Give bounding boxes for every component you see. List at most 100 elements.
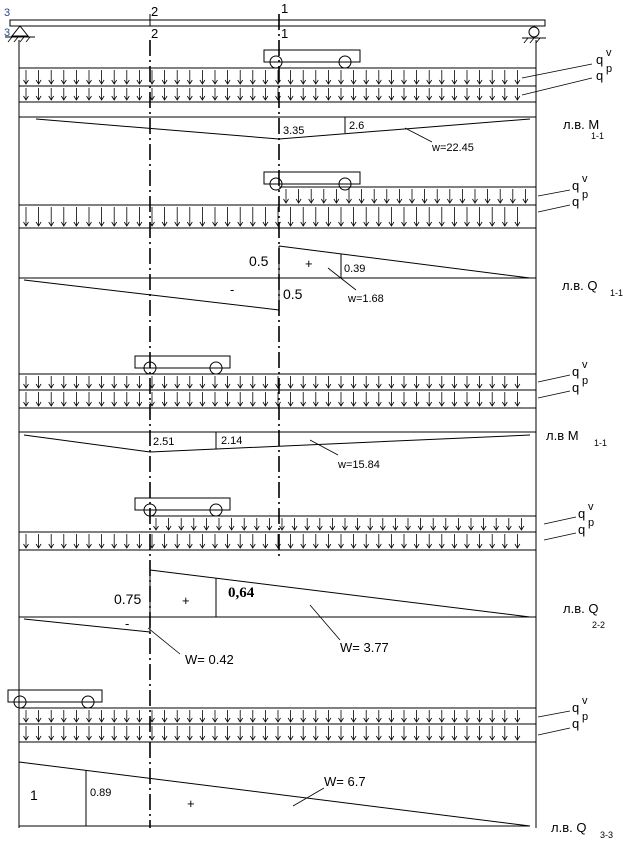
load-arrow-head [459,198,466,204]
load-arrow-head [312,221,319,227]
load-arrow-head [279,525,285,531]
load-arrow-head [161,735,168,741]
top-beam: 3 3 2 2 1 1 [4,1,546,44]
load-arrow-head [438,735,445,741]
load-arrow-head [23,95,29,101]
load-arrow-head [111,221,118,227]
svg-text:2.51: 2.51 [153,436,174,448]
load-arrow-head [375,543,382,549]
load-arrow-head [350,735,357,741]
load-arrow-head [342,525,348,531]
load-arrow-head [253,525,260,531]
load-arrow-head [249,543,256,549]
load-arrow-head [287,221,294,227]
load-arrow-head [48,95,55,101]
load-arrow-head [111,79,118,85]
load-arrow-head [86,221,92,227]
load-arrow-head [501,95,508,101]
load-arrow-head [501,735,508,741]
load-arrow-head [212,401,218,407]
load-arrow-head [401,221,407,227]
load-arrow-head [149,383,155,389]
influence-line-Q33: 1 0.89 + W= 6.7 л.в. Q 3-3 [18,761,613,840]
load-arrow-head [174,735,181,741]
load-arrow-head [363,383,370,389]
load-arrow-head [308,198,315,204]
load-arrow-head [98,79,105,85]
load-arrow-head [501,401,508,407]
load-arrow-head [350,95,357,101]
load-arrow-head [338,95,344,101]
load-arrow-head [300,543,307,549]
section-1-label-top: 1 [281,1,288,16]
load-arrow-head [237,543,244,549]
load-arrow-head [493,525,500,531]
load-arrow-head [514,401,521,407]
load-arrow-head [413,543,420,549]
svg-text:q: q [572,364,579,379]
svg-text:q: q [572,380,579,395]
influence-line-M11-a: 3.35 2.6 w=22.45 л.в. M 1-1 [19,116,604,154]
load-arrow-head [275,221,281,227]
load-arrow-head [489,717,496,723]
load-arrow-head [237,383,244,389]
load-arrow-head [514,95,521,101]
load-arrow-head [350,383,357,389]
car-load-1 [263,49,361,69]
load-arrow-head [392,525,399,531]
load-arrow-head [35,717,42,723]
svg-text:v: v [582,173,588,185]
load-arrow-head [325,95,332,101]
load-arrow-head [430,525,437,531]
load-arrow-head [174,401,181,407]
load-arrow-head [476,95,483,101]
svg-text:1: 1 [30,787,38,803]
load-arrow-head [199,221,206,227]
load-arrow-head [401,717,407,723]
load-arrow-head [60,401,67,407]
load-arrow-head [338,79,344,85]
load-arrow-head [300,95,307,101]
load-arrow-head [199,383,206,389]
load-arrow-head [464,401,470,407]
svg-text:0.89: 0.89 [90,787,111,799]
load-arrow-head [367,525,374,531]
svg-text:л.в. Q: л.в. Q [551,820,586,835]
load-arrow-head [98,735,105,741]
load-arrow-head [300,221,307,227]
load-arrow-head [149,79,155,85]
load-arrow-head [165,525,172,531]
load-arrow-head [237,717,244,723]
load-arrow-head [358,198,365,204]
load-arrow-head [312,95,319,101]
load-arrow-head [186,95,193,101]
svg-text:-: - [125,616,129,631]
load-arrow-head [262,735,269,741]
load-arrow-head [401,735,407,741]
load-arrow-head [266,525,273,531]
svg-text:W= 0.42: W= 0.42 [185,652,234,667]
load-arrow-head [476,717,483,723]
load-arrow-head [451,95,458,101]
load-arrow-head [413,401,420,407]
load-arrow-head [73,383,80,389]
svg-text:0.5: 0.5 [249,253,269,269]
load-arrow-head [48,717,55,723]
load-arrow-head [237,95,244,101]
load-arrow-head [161,383,168,389]
load-arrow-head [212,221,218,227]
influence-line-M11-b: 2.51 2.14 w=15.84 л.в M 1-1 [23,428,607,471]
load-arrow-head [291,525,298,531]
load-arrow-head [464,543,470,549]
load-arrow-head [35,79,42,85]
load-arrow-head [224,79,231,85]
load-arrow-head [86,383,92,389]
load-arrow-head [287,79,294,85]
load-arrow-head [35,95,42,101]
section-2-label: 2 [151,26,158,41]
load-arrow-head [497,198,504,204]
load-arrow-head [98,95,105,101]
svg-text:q: q [572,700,579,715]
